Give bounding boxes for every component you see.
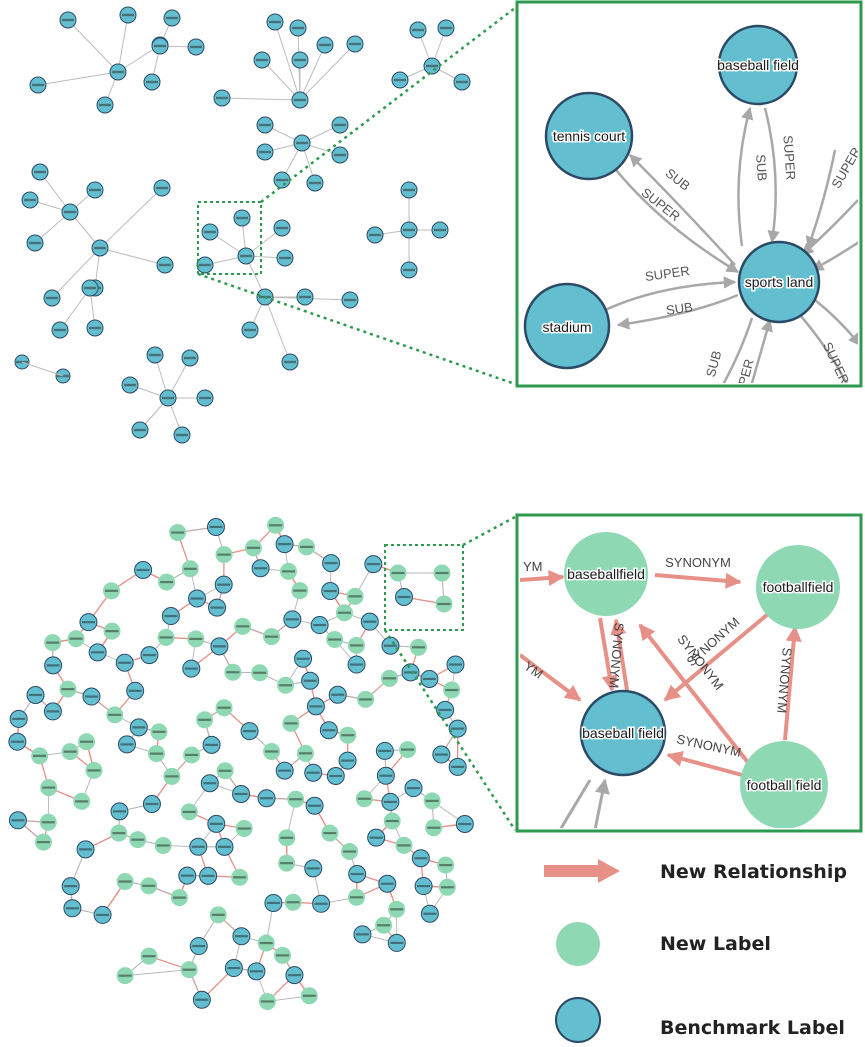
svg-text:sports land: sports land	[745, 274, 813, 290]
edge-label: SUPER	[644, 263, 690, 284]
svg-text:footballfield: footballfield	[763, 579, 834, 595]
legend-benchmark-label: Benchmark Label	[555, 997, 845, 1043]
edge-label: SYNONYM	[774, 647, 795, 714]
blue-circle-icon	[555, 997, 601, 1043]
svg-text:baseballfield: baseballfield	[567, 566, 645, 582]
edge-label: SUB	[753, 154, 770, 182]
edge-label: SYNONYM	[665, 555, 731, 570]
bottom-overview-graph	[8, 516, 474, 1010]
legend-label: Benchmark Label	[660, 1017, 845, 1039]
svg-text:tennis court: tennis court	[553, 128, 625, 144]
node-football-field: football field	[740, 741, 828, 828]
node-baseball-field: baseball field	[579, 689, 667, 777]
legend-new-label: New Label	[556, 922, 771, 966]
edge-label: SYNONYM	[606, 622, 627, 689]
legend: New Relationship New Label Benchmark Lab…	[544, 859, 847, 1043]
green-circle-icon	[556, 922, 600, 966]
edge-label: YM	[523, 559, 543, 574]
svg-text:baseball field: baseball field	[582, 725, 664, 741]
svg-text:baseball field: baseball field	[717, 57, 799, 73]
legend-label: New Relationship	[660, 861, 847, 883]
node-sports-land: sports land	[737, 240, 821, 324]
edge-label: SUPER	[780, 135, 798, 181]
node-baseball-field: baseball field	[716, 24, 800, 106]
node-tennis-court: tennis court	[544, 91, 634, 181]
top-zoom-panel: SUB SUPER SUB SUPER SUPER SUB SUB SUPER …	[515, 0, 863, 388]
bottom-focus-box	[384, 544, 464, 631]
top-focus-box	[197, 201, 262, 275]
node-stadium: stadium	[523, 282, 611, 370]
node-footballfield: footballfield	[756, 545, 840, 629]
top-connector-upper	[260, 7, 516, 203]
edge-label: SUB	[703, 349, 724, 379]
svg-text:football field: football field	[747, 777, 822, 793]
legend-new-relationship: New Relationship	[544, 859, 847, 883]
node-baseballfield: baseballfield	[564, 532, 648, 616]
bottom-connector-upper	[462, 515, 516, 547]
red-arrow-icon	[544, 859, 620, 883]
bottom-connector-lower	[383, 629, 517, 831]
edge-label: SUB	[665, 299, 694, 318]
svg-text:stadium: stadium	[542, 319, 591, 335]
legend-label: New Label	[660, 933, 771, 955]
bottom-zoom-panel: SYNONYM YM YM SYNONYM SYNONYM SYNONYM SY…	[515, 513, 863, 833]
top-overview-graph	[14, 6, 471, 444]
